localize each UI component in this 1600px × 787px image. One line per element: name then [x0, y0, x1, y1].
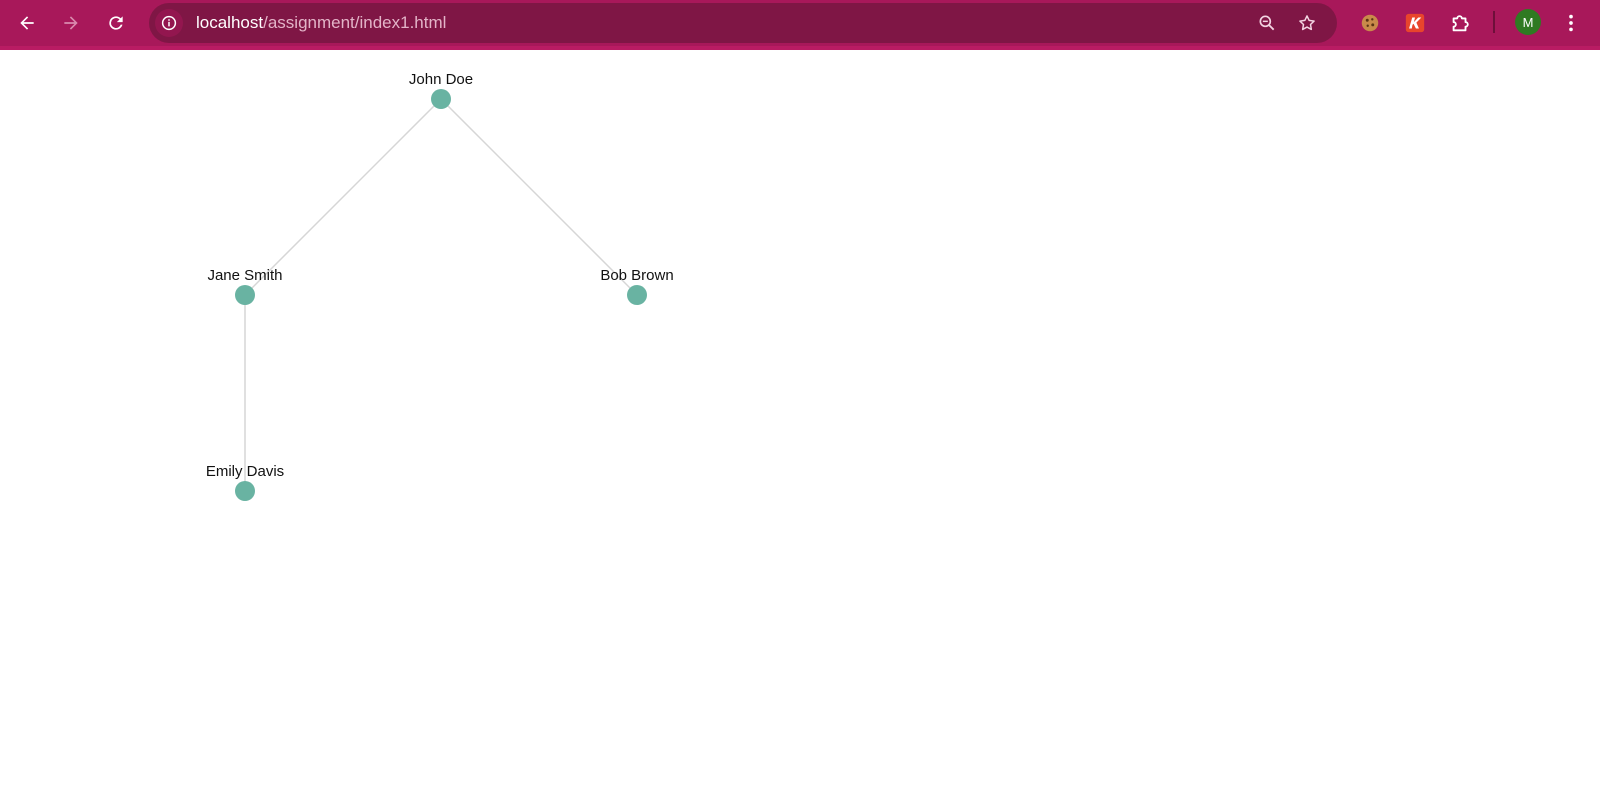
browser-toolbar: localhost/assignment/index1.html [0, 0, 1600, 50]
address-bar[interactable]: localhost/assignment/index1.html [149, 3, 1337, 43]
node-label: John Doe [409, 71, 473, 88]
profile-avatar[interactable]: M [1515, 9, 1541, 35]
tree-link-john-jane [244, 98, 442, 296]
node-circle[interactable] [431, 89, 451, 109]
node-label: Bob Brown [600, 267, 673, 284]
zoom-out-icon [1259, 15, 1275, 31]
profile-initial: M [1522, 14, 1534, 30]
node-circle[interactable] [627, 285, 647, 305]
zoom-button[interactable] [1255, 11, 1279, 35]
info-icon [161, 15, 177, 31]
star-icon [1299, 15, 1315, 31]
cookie-extension-button[interactable] [1356, 9, 1384, 37]
tree-node-emily[interactable]: Emily Davis [206, 463, 284, 501]
browser-menu-button[interactable] [1557, 9, 1585, 37]
url-path: /assignment/index1.html [263, 13, 447, 32]
forward-button[interactable] [53, 5, 89, 41]
reload-icon [109, 16, 123, 30]
arrow-left-icon [20, 16, 34, 30]
url-host: localhost [196, 13, 264, 32]
site-info-button[interactable] [155, 9, 183, 37]
url-text[interactable]: localhost/assignment/index1.html [196, 13, 446, 33]
cookie-icon [1361, 14, 1379, 32]
toolbar-divider [1493, 11, 1495, 33]
k-extension-icon [1405, 13, 1425, 33]
puzzle-icon [1452, 15, 1469, 32]
node-circle[interactable] [235, 481, 255, 501]
tree-node-bob[interactable]: Bob Brown [600, 267, 674, 305]
tree-link-john-bob [440, 98, 638, 296]
bookmark-button[interactable] [1295, 11, 1319, 35]
node-label: Jane Smith [207, 267, 282, 284]
extensions-button[interactable] [1446, 9, 1474, 37]
node-circle[interactable] [235, 285, 255, 305]
reload-button[interactable] [98, 5, 134, 41]
tree-node-john[interactable]: John Doe [409, 71, 473, 109]
tree-links [244, 98, 638, 491]
k-extension-button[interactable] [1401, 9, 1429, 37]
back-button[interactable] [9, 5, 45, 41]
kebab-menu-icon [1569, 14, 1573, 32]
node-label: Emily Davis [206, 463, 284, 480]
arrow-right-icon [64, 16, 78, 30]
tree-node-jane[interactable]: Jane Smith [207, 267, 283, 305]
